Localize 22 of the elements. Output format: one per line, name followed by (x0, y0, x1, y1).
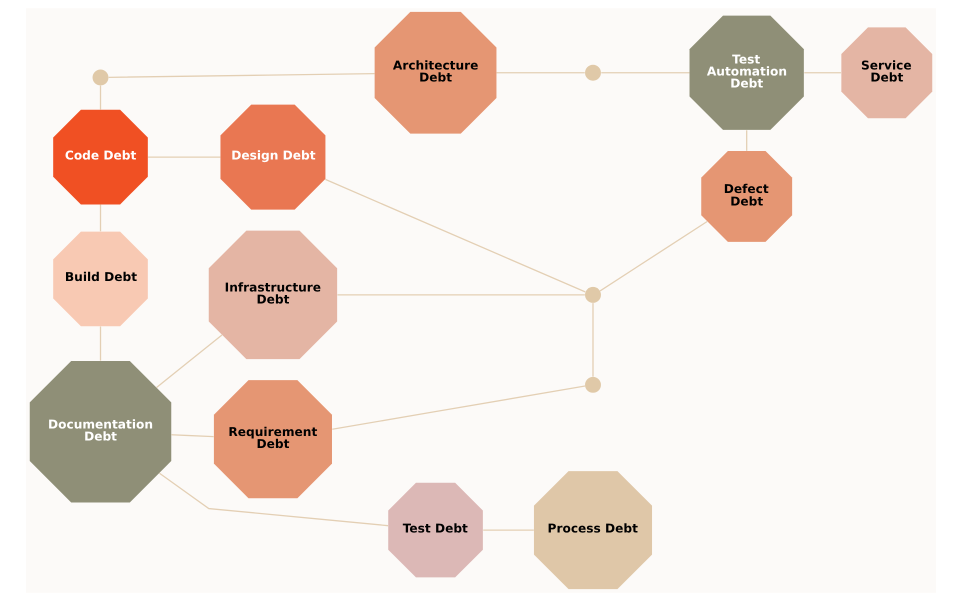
connector (600, 72, 689, 74)
connector (148, 156, 220, 158)
connector (337, 294, 584, 296)
node-circle (92, 69, 108, 86)
node-circle (584, 376, 600, 393)
connector (108, 72, 374, 78)
connector (156, 334, 222, 388)
connector (99, 204, 101, 232)
connector (332, 385, 585, 430)
connector (804, 72, 840, 74)
connector (599, 220, 707, 292)
node-circle (584, 286, 600, 303)
connector (496, 72, 584, 74)
connector (99, 326, 101, 361)
connector (158, 472, 388, 526)
node-circle (584, 64, 600, 81)
connector (324, 178, 585, 292)
connector (746, 130, 747, 151)
connector (592, 303, 594, 377)
connector (99, 86, 101, 110)
connector (170, 434, 214, 438)
connector (482, 529, 534, 531)
